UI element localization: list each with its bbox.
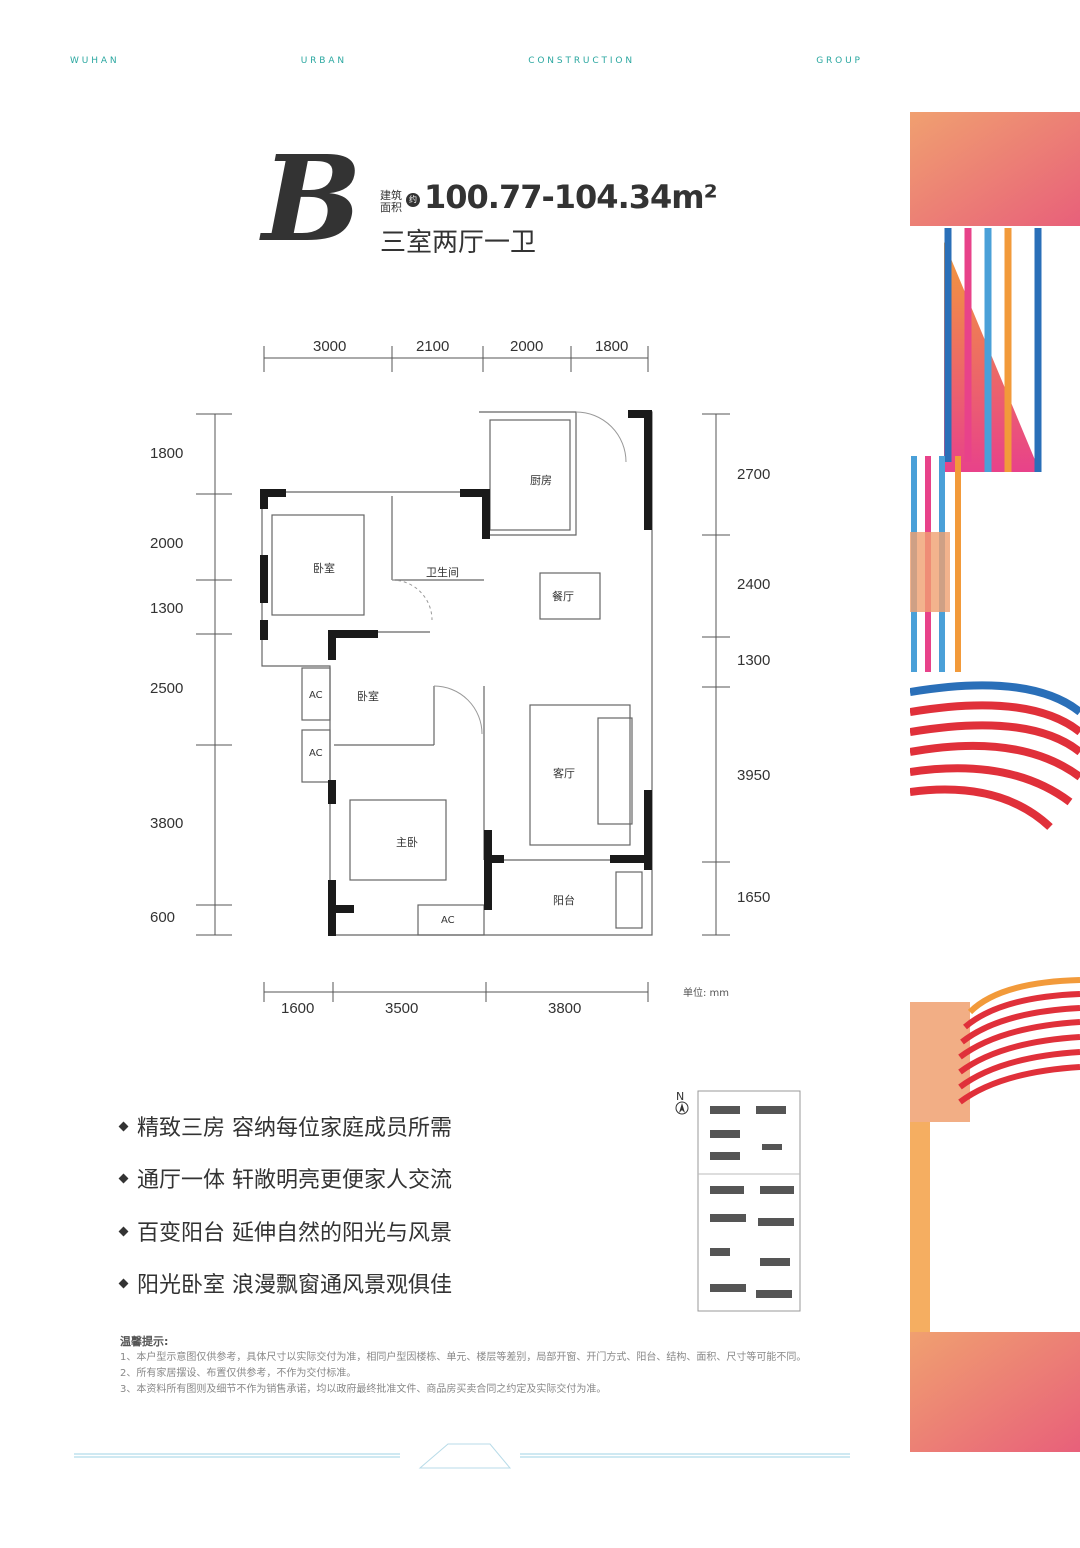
north-label: N bbox=[676, 1090, 685, 1103]
area-value: 100.77-104.34m² bbox=[424, 178, 718, 216]
unit-note: 单位: mm bbox=[683, 988, 730, 999]
dim-right-2: 2400 bbox=[737, 576, 771, 593]
brand-line: W U H A N U R B A N C O N S T R U C T I … bbox=[70, 56, 860, 66]
room-master: 主卧 bbox=[396, 836, 418, 849]
ac-unit-3: AC bbox=[441, 915, 455, 926]
dim-bottom-3: 3800 bbox=[548, 1000, 582, 1017]
decorative-band bbox=[910, 112, 1080, 1452]
brand-word: W U H A N bbox=[70, 56, 117, 66]
disclaimer-item: 1、本户型示意图仅供参考，具体尺寸以实际交付为准，相同户型因楼栋、单元、楼层等差… bbox=[120, 1352, 807, 1363]
photo-panel-4 bbox=[910, 1332, 1080, 1452]
disclaimer: 温馨提示: 1、本户型示意图仅供参考，具体尺寸以实际交付为准，相同户型因楼栋、单… bbox=[120, 1334, 820, 1398]
dim-right-4: 3950 bbox=[737, 767, 771, 784]
room-living: 客厅 bbox=[553, 767, 575, 780]
disclaimer-title: 温馨提示: bbox=[120, 1335, 169, 1348]
dim-left-4: 2500 bbox=[150, 680, 184, 697]
area-label: 建筑面积 bbox=[380, 189, 402, 214]
dim-top-4: 1800 bbox=[595, 338, 629, 355]
dim-left-6: 600 bbox=[150, 909, 176, 926]
ac-unit-1: AC bbox=[309, 690, 323, 701]
brand-word: G R O U P bbox=[816, 56, 860, 66]
room-dining: 餐厅 bbox=[552, 590, 574, 603]
room-bedroom-2: 卧室 bbox=[357, 690, 379, 703]
dim-bottom-2: 3500 bbox=[385, 1000, 419, 1017]
photo-panel-1 bbox=[910, 112, 1080, 226]
dim-left-1: 1800 bbox=[150, 445, 184, 462]
arcs-1 bbox=[910, 681, 1080, 830]
dimension-lines bbox=[196, 346, 730, 1002]
footer-decoration bbox=[74, 1443, 850, 1469]
dim-bottom-1: 1600 bbox=[281, 1000, 315, 1017]
north-arrow-icon bbox=[679, 1103, 685, 1113]
dim-left-3: 1300 bbox=[150, 600, 184, 617]
feature-item: 通厅一体 轩敞明亮更便家人交流 bbox=[118, 1162, 452, 1194]
disclaimer-item: 3、本资料所有图则及细节不作为销售承诺，均以政府最终批准文件、商品房买卖合同之约… bbox=[120, 1384, 607, 1395]
feature-item: 阳光卧室 浪漫飘窗通风景观俱佳 bbox=[118, 1267, 452, 1299]
approx-mark: 约 bbox=[406, 193, 420, 207]
dim-left-5: 3800 bbox=[150, 815, 184, 832]
photo-panel-2 bbox=[944, 242, 1040, 472]
feature-item: 百变阳台 延伸自然的阳光与风景 bbox=[118, 1215, 452, 1247]
ac-unit-2: AC bbox=[309, 748, 323, 759]
dim-top-2: 2100 bbox=[416, 338, 450, 355]
unit-type-letter: B bbox=[262, 129, 362, 268]
brand-word: U R B A N bbox=[300, 56, 345, 66]
site-map bbox=[675, 1090, 801, 1312]
room-bedroom: 卧室 bbox=[313, 562, 335, 575]
walls bbox=[261, 411, 653, 936]
disclaimer-item: 2、所有家居摆设、布置仅供参考，不作为交付标准。 bbox=[120, 1368, 357, 1379]
stripes-1 bbox=[944, 228, 1042, 472]
dim-right-1: 2700 bbox=[737, 466, 771, 483]
room-balcony: 阳台 bbox=[553, 894, 575, 907]
feature-item: 精致三房 容纳每位家庭成员所需 bbox=[118, 1110, 452, 1142]
brand-word: C O N S T R U C T I O N bbox=[528, 56, 633, 66]
room-kitchen: 厨房 bbox=[530, 474, 552, 487]
dim-left-2: 2000 bbox=[150, 535, 184, 552]
wall-solid bbox=[260, 410, 652, 936]
photo-panel-3 bbox=[910, 1002, 970, 1122]
room-bathroom: 卫生间 bbox=[426, 566, 459, 579]
arcs-2 bbox=[958, 977, 1080, 1105]
layout-name: 三室两厅一卫 bbox=[380, 228, 537, 258]
dim-top-1: 3000 bbox=[313, 338, 347, 355]
dim-right-5: 1650 bbox=[737, 889, 771, 906]
dim-top-3: 2000 bbox=[510, 338, 544, 355]
dim-right-3: 1300 bbox=[737, 652, 771, 669]
